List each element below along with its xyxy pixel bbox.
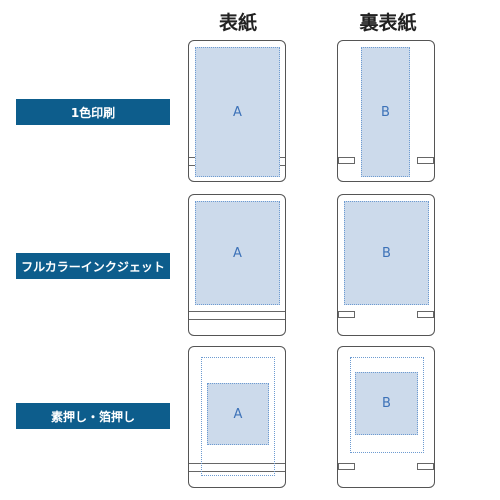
back-cover-panel-row2: B <box>337 194 435 336</box>
corner-tab <box>338 157 355 164</box>
stamp-limit-guide <box>201 357 275 476</box>
row-label-one-color: 1色印刷 <box>16 99 170 125</box>
stamp-limit-guide <box>350 357 424 453</box>
front-cover-panel-row1: A <box>188 40 286 182</box>
hinge-line <box>189 463 285 464</box>
print-area-b: B <box>344 201 429 305</box>
hinge-line <box>189 311 285 312</box>
corner-tab <box>338 311 355 318</box>
back-cover-panel-row3: B <box>337 346 435 488</box>
hinge-line <box>189 319 285 320</box>
print-area-b: B <box>361 47 410 177</box>
print-area-a: A <box>195 201 280 305</box>
print-area-a: A <box>207 383 269 445</box>
corner-tab <box>417 463 434 470</box>
column-header-back-cover: 裏表紙 <box>359 12 417 34</box>
row-label-blind-foil-stamp: 素押し・箔押し <box>16 403 170 429</box>
column-header-front-cover: 表紙 <box>218 12 257 34</box>
front-cover-panel-row3: A <box>188 346 286 488</box>
row-label-full-color-inkjet: フルカラーインクジェット <box>16 253 170 279</box>
print-area-a: A <box>195 47 280 177</box>
hinge-line <box>189 471 285 472</box>
print-area-b: B <box>355 372 418 435</box>
front-cover-panel-row2: A <box>188 194 286 336</box>
corner-tab <box>417 157 434 164</box>
back-cover-panel-row1: B <box>337 40 435 182</box>
corner-tab <box>338 463 355 470</box>
corner-tab <box>417 311 434 318</box>
